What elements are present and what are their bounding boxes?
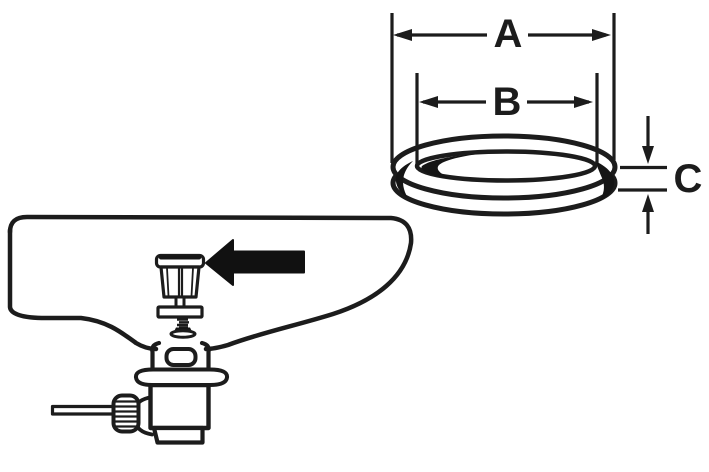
tank-outline-left-bottom <box>7 227 159 352</box>
valve-neck-left-wall <box>150 340 162 372</box>
knurled-nut-ridges <box>113 400 139 428</box>
dim-b-label: B <box>493 80 522 124</box>
dim-b-arrowhead-right <box>574 96 593 108</box>
dim-c-label: C <box>674 157 703 201</box>
dim-c-arrowhead-up <box>642 194 654 212</box>
stopper-cap-top-shade <box>159 255 201 260</box>
dim-a-arrowhead-left <box>393 29 412 41</box>
pointer-arrow <box>205 239 305 286</box>
gasket-ring-group <box>390 133 618 217</box>
pivot-rod <box>50 404 121 416</box>
dim-b-arrowhead-left <box>419 96 438 108</box>
tank-assembly-group <box>7 214 414 352</box>
dim-a-arrowhead-right <box>592 29 611 41</box>
valve-flange <box>133 367 230 388</box>
ring-left-shade <box>395 161 413 198</box>
stopper-foot-base <box>169 329 197 339</box>
dimension-b: B <box>415 73 599 168</box>
valve-neck-right-wall <box>199 340 211 372</box>
stopper-body-center-lines <box>177 267 184 297</box>
stopper-assembly <box>154 253 206 339</box>
valve-body <box>148 382 211 431</box>
dimension-c: C <box>618 116 702 234</box>
pivot-opening <box>164 347 198 367</box>
ring-inner-shade-crescent <box>421 153 482 179</box>
dim-a-label: A <box>494 12 523 56</box>
stopper-thread <box>177 318 189 329</box>
stopper-body-inner-lines <box>166 267 194 297</box>
flush-valve-assembly <box>50 340 230 445</box>
tank-outline-top-right <box>7 214 414 352</box>
dimension-a: A <box>390 12 616 163</box>
dim-c-arrowhead-down <box>642 146 654 164</box>
ring-right-shade <box>595 161 615 201</box>
valve-tailpipe <box>151 425 205 445</box>
stopper-crossbar <box>156 305 204 319</box>
